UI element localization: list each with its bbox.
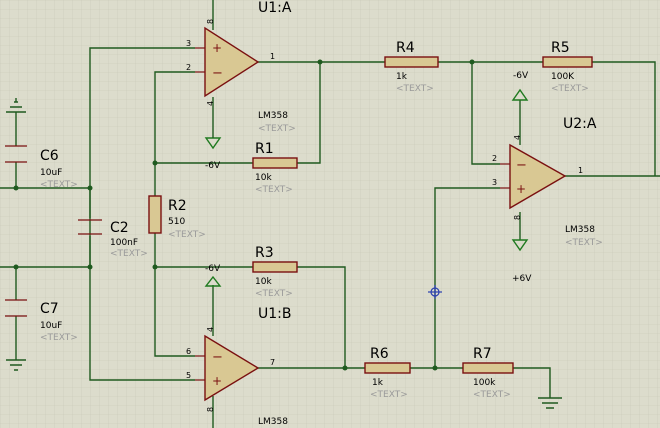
component-ref: R7 (473, 346, 492, 362)
text-placeholder: <TEXT> (255, 289, 293, 299)
part-name: LM358 (258, 417, 288, 427)
text-placeholder: <TEXT> (370, 390, 408, 400)
text-placeholder: <TEXT> (551, 84, 589, 94)
pin-label: 1 (578, 166, 583, 175)
pin-label: 8 (206, 19, 215, 24)
pin-label: 5 (186, 371, 191, 380)
ground-icon (6, 359, 26, 371)
component-ref: U2:A (563, 116, 597, 132)
supply-label: -6V (205, 161, 221, 171)
resistor-r2[interactable]: R2 510 <TEXT> (148, 195, 206, 240)
supply-arrow-icon: -6V (511, 71, 529, 101)
supply-arrow-icon: +6V (511, 239, 532, 284)
supply-arrow-icon: -6V (204, 264, 222, 287)
component-ref: U1:A (258, 0, 292, 16)
probe-marker-icon[interactable] (428, 285, 442, 299)
resistor-r5[interactable]: R5 100K <TEXT> (542, 40, 593, 94)
pin-label: 3 (492, 178, 497, 187)
opamp-u1b[interactable]: − + 6 5 7 4 8 U1:B LM358 (186, 306, 291, 427)
pin-label: 2 (492, 154, 497, 163)
resistor-r1[interactable]: R1 10k <TEXT> (252, 141, 298, 195)
component-ref: U1:B (258, 306, 291, 322)
supply-label: -6V (513, 71, 529, 81)
component-ref: R1 (255, 141, 274, 157)
text-placeholder: <TEXT> (473, 390, 511, 400)
component-value: 1k (372, 378, 384, 388)
supply-label: -6V (205, 264, 221, 274)
pin-label: 6 (186, 347, 191, 356)
supply-arrow-icon: -6V (204, 130, 222, 171)
plus-sign-icon: + (212, 374, 222, 388)
component-value: 10k (255, 173, 272, 183)
supply-label: +6V (512, 274, 532, 284)
pin-label: 4 (513, 135, 522, 140)
resistor-r3[interactable]: R3 10k <TEXT> (252, 245, 298, 299)
component-ref: R3 (255, 245, 274, 261)
text-placeholder: <TEXT> (110, 249, 148, 259)
component-value: 10k (255, 277, 272, 287)
component-ref: C6 (40, 148, 59, 164)
pin-label: 8 (513, 215, 522, 220)
resistor-r6[interactable]: R6 1k <TEXT> (364, 346, 411, 400)
component-value: 100k (473, 378, 496, 388)
text-placeholder: <TEXT> (255, 185, 293, 195)
component-value: 100K (551, 72, 575, 82)
component-value: 100nF (110, 238, 138, 248)
resistor-r7[interactable]: R7 100k <TEXT> (462, 346, 514, 400)
component-value: 510 (168, 217, 185, 227)
text-placeholder: <TEXT> (565, 238, 603, 248)
component-ref: R4 (396, 40, 415, 56)
junctions (13, 59, 475, 371)
text-placeholder: <TEXT> (40, 333, 78, 343)
pin-label: 7 (270, 358, 275, 367)
resistor-r4[interactable]: R4 1k <TEXT> (384, 40, 439, 94)
opamp-u2a[interactable]: − + 2 3 1 4 8 U2:A LM358 <TEXT> (492, 116, 603, 248)
opamp-u1a[interactable]: + − 3 2 1 8 4 U1:A LM358 <TEXT> (186, 0, 296, 134)
component-ref: C2 (110, 220, 129, 236)
component-ref: C7 (40, 301, 59, 317)
component-ref: R6 (370, 346, 389, 362)
pin-label: 2 (186, 63, 191, 72)
pin-label: 3 (186, 39, 191, 48)
text-placeholder: <TEXT> (258, 124, 296, 134)
text-placeholder: <TEXT> (168, 230, 206, 240)
component-value: 1k (396, 72, 408, 82)
pin-label: 4 (206, 101, 215, 106)
minus-sign-icon: − (516, 158, 527, 173)
component-value: 10uF (40, 168, 62, 178)
plus-sign-icon: + (212, 41, 222, 55)
capacitor-c7[interactable]: C7 10uF <TEXT> (5, 299, 78, 343)
capacitor-c2[interactable]: C2 100nF <TEXT> (78, 219, 148, 259)
text-placeholder: <TEXT> (40, 180, 78, 190)
component-ref: R2 (168, 198, 187, 214)
capacitor-c6[interactable]: C6 10uF <TEXT> (5, 145, 78, 190)
part-name: LM358 (258, 111, 288, 121)
part-name: LM358 (565, 225, 595, 235)
pin-label: 1 (270, 52, 275, 61)
minus-sign-icon: − (212, 66, 223, 81)
component-value: 10uF (40, 321, 62, 331)
text-placeholder: <TEXT> (396, 84, 434, 94)
ground-icon (6, 98, 26, 113)
minus-sign-icon: − (212, 350, 223, 365)
component-ref: R5 (551, 40, 570, 56)
pin-label: 8 (206, 407, 215, 412)
ground-icon (538, 397, 562, 409)
pin-label: 4 (206, 327, 215, 332)
plus-sign-icon: + (516, 182, 526, 196)
